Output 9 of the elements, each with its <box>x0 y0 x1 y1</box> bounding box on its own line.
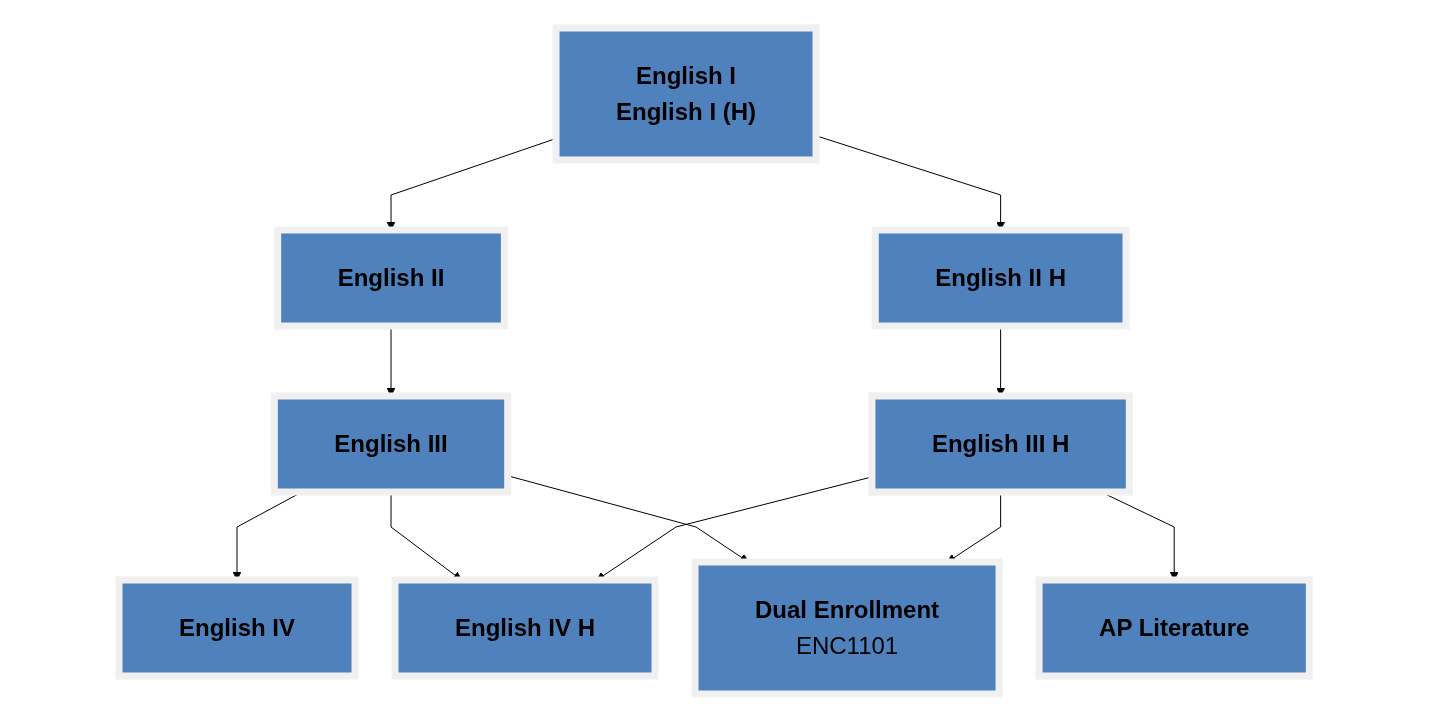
node-box: English III H <box>868 392 1134 495</box>
node-box: English I English I (H) <box>552 24 820 163</box>
node-box: English III <box>271 392 512 495</box>
node-box: AP Literature <box>1035 576 1314 679</box>
node-box: English II <box>274 226 509 329</box>
node-box: English IV H <box>391 576 659 679</box>
node-box: English II H <box>872 226 1130 329</box>
node-box: English IV <box>115 576 359 679</box>
node-box: Dual Enrollment ENC1101 <box>691 558 1003 697</box>
